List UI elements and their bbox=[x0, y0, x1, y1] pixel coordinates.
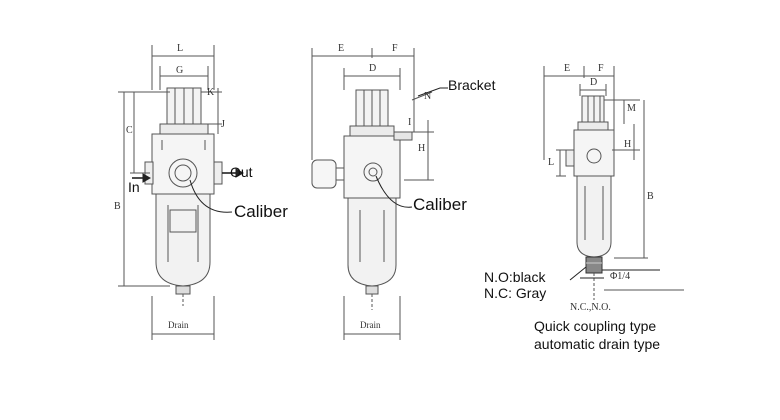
dim-h3: H bbox=[624, 139, 632, 150]
unit2-caliber-label: Caliber bbox=[413, 195, 467, 214]
unit2-drawing bbox=[311, 48, 448, 340]
unit1-drawing bbox=[118, 45, 245, 340]
unit1-caliber-label: Caliber bbox=[234, 202, 288, 221]
thread-size-label: Φ1/4 bbox=[610, 271, 631, 282]
dim-b3: B bbox=[647, 191, 654, 202]
unit3-drawing bbox=[543, 66, 684, 300]
dim-d: D bbox=[369, 63, 377, 74]
unit1-drain-label: Drain bbox=[168, 320, 189, 330]
dim-g: G bbox=[176, 65, 184, 76]
dim-l3: L bbox=[548, 157, 555, 168]
ncno-label: N.C.,N.O. bbox=[570, 302, 611, 313]
dim-j: J bbox=[221, 119, 225, 130]
dim-c: C bbox=[126, 125, 133, 136]
dim-e3: E bbox=[564, 63, 571, 74]
unit2-drain-label: Drain bbox=[360, 320, 381, 330]
no-black-label: N.O:black bbox=[484, 269, 546, 285]
dim-m3: M bbox=[627, 103, 636, 114]
dim-b: B bbox=[114, 201, 121, 212]
dim-i: I bbox=[408, 117, 412, 128]
dim-f: F bbox=[392, 43, 398, 54]
quick-coupling-caption: Quick coupling type automatic drain type bbox=[534, 318, 661, 352]
dim-k: K bbox=[207, 87, 215, 98]
dim-h: H bbox=[418, 143, 426, 154]
port-in-label: In bbox=[128, 179, 140, 195]
dim-f3: F bbox=[598, 63, 604, 74]
dim-e: E bbox=[338, 43, 345, 54]
dim-l: L bbox=[177, 43, 184, 54]
dim-d3: D bbox=[590, 77, 598, 88]
dim-n: N bbox=[424, 91, 432, 102]
port-out-label: Out bbox=[230, 164, 253, 180]
nc-gray-label: N.C: Gray bbox=[484, 285, 547, 301]
bracket-label: Bracket bbox=[448, 77, 496, 93]
